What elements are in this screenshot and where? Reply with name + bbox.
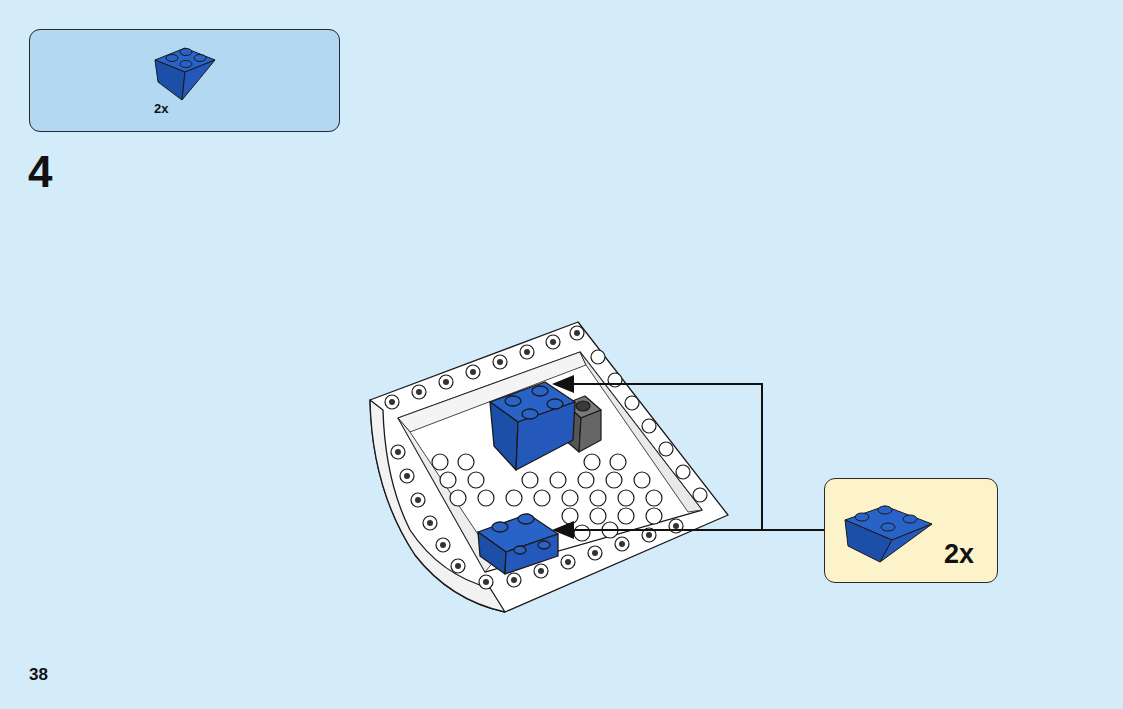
rim-stud-holes bbox=[389, 330, 679, 585]
inverted-slope-icon bbox=[845, 506, 932, 562]
callout-box-fill bbox=[824, 478, 998, 583]
placement-arrows bbox=[552, 375, 824, 539]
quantity-label: 2x bbox=[944, 541, 974, 568]
quantity-label: 2x bbox=[154, 102, 168, 115]
parts-list-box: 2x bbox=[29, 29, 340, 132]
step-number: 4 bbox=[28, 150, 52, 194]
blue-inverted-slope bbox=[490, 382, 575, 470]
slope-brick-icon bbox=[155, 48, 215, 100]
blue-inverted-slope bbox=[478, 514, 558, 574]
parts-box-fill bbox=[29, 29, 340, 132]
page-number: 38 bbox=[29, 666, 48, 683]
callout-box: 2x bbox=[824, 478, 998, 583]
rim-studs bbox=[385, 326, 707, 589]
model-base bbox=[370, 322, 728, 612]
